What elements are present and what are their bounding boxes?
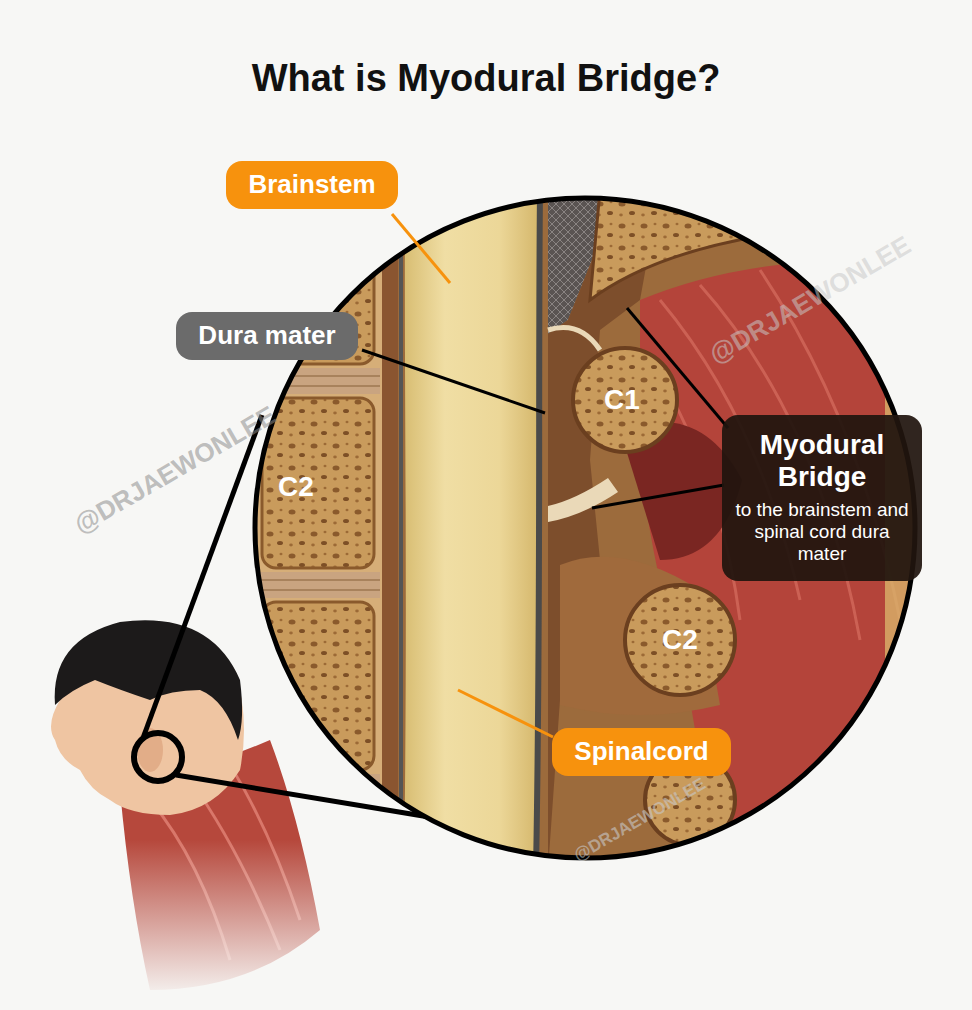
watermark: @DRJAEWONLEE bbox=[571, 774, 710, 866]
cervical-section bbox=[548, 478, 618, 522]
node-body: to the brainstem and spinal cord dura ma… bbox=[734, 499, 910, 565]
leader-lines bbox=[362, 350, 545, 413]
cervical-section bbox=[548, 328, 600, 351]
watermark: @DRJAEWONLEE bbox=[704, 230, 917, 371]
cervical-section bbox=[258, 774, 380, 800]
leader-lines bbox=[592, 485, 724, 508]
cervical-section bbox=[382, 190, 398, 870]
node-heading: Brainstem bbox=[248, 170, 376, 200]
structure-pill: Spinalcord bbox=[552, 728, 731, 776]
magnify-lines bbox=[134, 733, 182, 781]
leader-lines bbox=[458, 690, 553, 737]
cervical-section bbox=[250, 190, 930, 870]
leader-lines bbox=[362, 214, 728, 737]
cervical-section bbox=[250, 190, 386, 870]
cervical-section bbox=[640, 260, 930, 870]
cervical-section bbox=[258, 572, 380, 598]
watermark: @DRJAEWONLEE bbox=[69, 400, 282, 541]
cervical-section bbox=[536, 190, 540, 870]
cervical-section bbox=[258, 368, 380, 394]
cervical-section bbox=[262, 602, 374, 770]
vertebra-label: C2 bbox=[278, 471, 314, 503]
cervical-section bbox=[262, 804, 374, 884]
cervical-section bbox=[250, 190, 930, 884]
structure-pill: Dura mater bbox=[176, 312, 358, 360]
leader-lines bbox=[392, 214, 450, 283]
vertebra-label: C2 bbox=[662, 624, 698, 656]
vertebra-label: C1 bbox=[604, 384, 640, 416]
cervical-section bbox=[399, 190, 403, 870]
callout-box: Myodural Bridgeto the brainstem and spin… bbox=[722, 415, 922, 581]
cervical-section bbox=[258, 376, 380, 386]
node-heading: Myodural Bridge bbox=[734, 429, 910, 493]
cervical-section bbox=[258, 580, 380, 590]
leader-lines bbox=[627, 308, 728, 428]
node-heading: Spinalcord bbox=[574, 737, 709, 767]
diagram-title: What is Myodural Bridge? bbox=[252, 57, 721, 100]
node-heading: Dura mater bbox=[198, 321, 336, 351]
structure-pill: Brainstem bbox=[226, 161, 398, 209]
cervical-section bbox=[573, 348, 677, 452]
cervical-section bbox=[404, 190, 540, 870]
cervical-section bbox=[625, 585, 735, 695]
